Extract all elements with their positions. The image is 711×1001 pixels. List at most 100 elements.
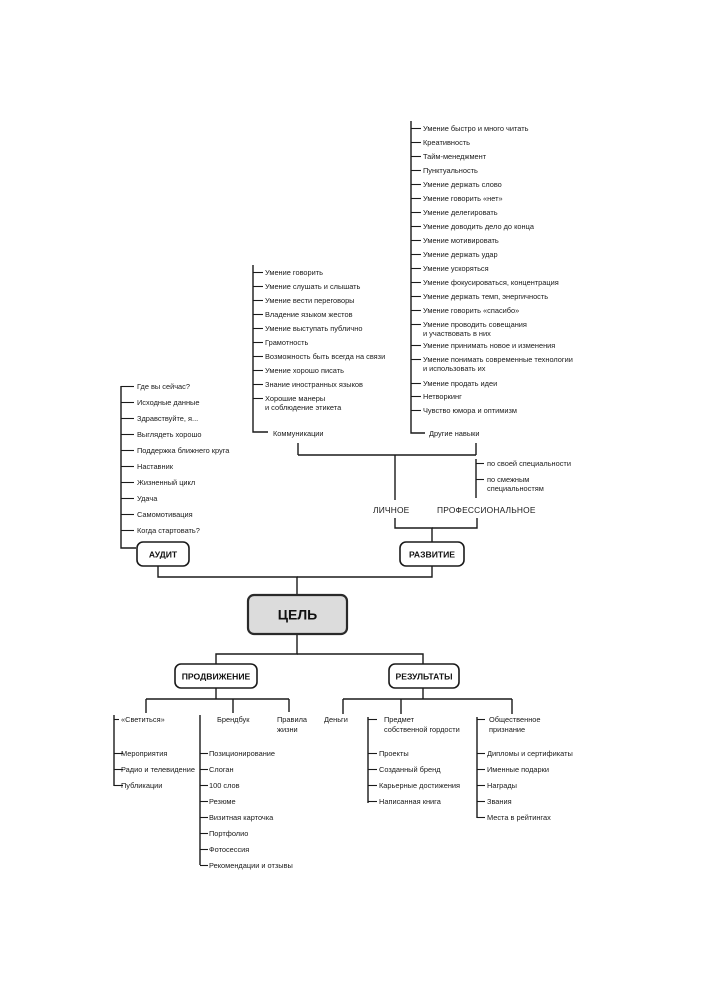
communications-item: Умение вести переговоры (265, 296, 355, 305)
shine-item: Публикации (121, 781, 162, 790)
other-skill-item: Умение фокусироваться, концентрация (423, 278, 559, 287)
shine-label-line: «Светиться» (121, 715, 165, 724)
audit-item-line: Когда стартовать? (137, 526, 200, 535)
brandbook-item-line: Рекомендации и отзывы (209, 861, 293, 870)
other-skill-item-line: Умение фокусироваться, концентрация (423, 278, 559, 287)
promotion-node: ПРОДВИЖЕНИЕ (174, 663, 258, 689)
professional-item-line: специальностям (487, 484, 544, 493)
communications-item-line: Умение хорошо писать (265, 366, 344, 375)
other-skill-item: Умение доводить дело до конца (423, 222, 535, 231)
other-skill-item: Умение принимать новое и изменения (423, 341, 555, 350)
shine-item-line: Мероприятия (121, 749, 167, 758)
results-node: РЕЗУЛЬТАТЫ (388, 663, 460, 689)
other-skill-item-line: Чувство юмора и оптимизм (423, 406, 517, 415)
audit-item: Выглядеть хорошо (137, 430, 202, 439)
recognition-label-line: Общественное (489, 715, 541, 724)
goal-box (246, 593, 349, 636)
brandbook-item: Резюме (209, 797, 236, 806)
other-skill-item: Креативность (423, 138, 470, 147)
communications-item-line: Хорошие манеры (265, 394, 325, 403)
other-skill-item-line: и участвовать в них (423, 329, 491, 338)
communications-spine (252, 265, 268, 433)
other-skill-item-line: Умение держать удар (423, 250, 498, 259)
pride-item: Написанная книга (379, 797, 442, 806)
audit-label: АУДИТ (149, 550, 178, 560)
audit-item-line: Поддержка ближнего круга (137, 446, 230, 455)
audit-item: Когда стартовать? (137, 526, 200, 535)
other-skill-item: Умение говорить «нет» (423, 194, 503, 203)
promotion-label: ПРОДВИЖЕНИЕ (182, 672, 251, 682)
other-skill-item-line: Умение ускоряться (423, 264, 489, 273)
money-label: Деньги (324, 715, 348, 724)
communications-item: Умение слушать и слышать (265, 282, 361, 291)
brandbook-item: Портфолио (209, 829, 248, 838)
brandbook-item: 100 слов (209, 781, 240, 790)
communications-item: Знание иностранных языков (265, 380, 363, 389)
promotion-box (174, 663, 258, 689)
brandbook-item-line: Портфолио (209, 829, 248, 838)
brandbook-label-line: Брендбук (217, 715, 250, 724)
recognition-item: Награды (487, 781, 517, 790)
other-skill-item: Нетворкинг (423, 392, 462, 401)
brandbook-item: Позиционирование (209, 749, 275, 758)
communications-label: Коммуникации (273, 429, 324, 438)
goal-to-promotion-connector (215, 634, 298, 664)
communications-item-line: и соблюдение этикета (265, 403, 342, 412)
other-skill-item-line: Умение делегировать (423, 208, 498, 217)
audit-item: Жизненный цикл (137, 478, 195, 487)
brandbook-item: Рекомендации и отзывы (209, 861, 293, 870)
other-skill-item-line: Умение продать идеи (423, 379, 497, 388)
professional-item-line: по своей специальности (487, 459, 571, 468)
audit-item: Удача (137, 494, 158, 503)
pride-item-line: Проекты (379, 749, 409, 758)
audit-item: Наставник (137, 462, 174, 471)
development-professional-stem (432, 518, 478, 529)
audit-spine (120, 386, 136, 549)
other-skill-item-line: Пунктуальность (423, 166, 478, 175)
pride-item-line: Написанная книга (379, 797, 442, 806)
audit-item-line: Исходные данные (137, 398, 199, 407)
brandbook-item-line: Резюме (209, 797, 236, 806)
other-skill-item: Умение ускоряться (423, 264, 489, 273)
other-skill-item-line: и использовать их (423, 364, 486, 373)
communications-item-line: Знание иностранных языков (265, 380, 363, 389)
communications-item-line: Умение вести переговоры (265, 296, 355, 305)
brandbook-item: Визитная карточка (209, 813, 274, 822)
pride-item-line: Созданный бренд (379, 765, 441, 774)
other-skill-item: Умение мотивировать (423, 236, 499, 245)
audit-node: АУДИТ (136, 541, 190, 567)
shine-label: «Светиться» (121, 715, 165, 724)
development-box (399, 541, 465, 567)
life-rules-label-line: жизни (277, 725, 298, 734)
other-skill-item: Умение держать темп, энергичность (423, 292, 548, 301)
life-rules-label-line: Правила (277, 715, 308, 724)
audit-item: Где вы сейчас? (137, 382, 190, 391)
other-skill-item: Умение говорить «спасибо» (423, 306, 519, 315)
audit-box (136, 541, 190, 567)
audit-item: Здравствуйте, я... (137, 414, 198, 423)
professional-item: по своей специальности (487, 459, 571, 468)
other-skill-item-line: Креативность (423, 138, 470, 147)
professional-item-line: по смежным (487, 475, 529, 484)
audit-item-line: Жизненный цикл (137, 478, 195, 487)
recognition-item: Дипломы и сертификаты (487, 749, 573, 758)
goal-node: ЦЕЛЬ (246, 593, 349, 636)
audit-item-line: Самомотивация (137, 510, 193, 519)
audit-item-line: Удача (137, 494, 158, 503)
goal-to-audit-connector (157, 566, 298, 600)
personal-label: ЛИЧНОЕ (373, 505, 410, 515)
other-skill-item: Умение держать удар (423, 250, 498, 259)
item-labels: Где вы сейчас? Исходные данныеЗдравствуйт… (121, 124, 573, 870)
pride-item: Карьерные достижения (379, 781, 460, 790)
other-skill-item: Умение быстро и много читать (423, 124, 529, 133)
other-skill-item: Пунктуальность (423, 166, 478, 175)
communications-item-line: Умение выступать публично (265, 324, 362, 333)
communications-item-line: Умение слушать и слышать (265, 282, 361, 291)
brandbook-item-line: Слоган (209, 765, 234, 774)
connector-lines (113, 121, 513, 865)
other-skill-item-line: Нетворкинг (423, 392, 462, 401)
